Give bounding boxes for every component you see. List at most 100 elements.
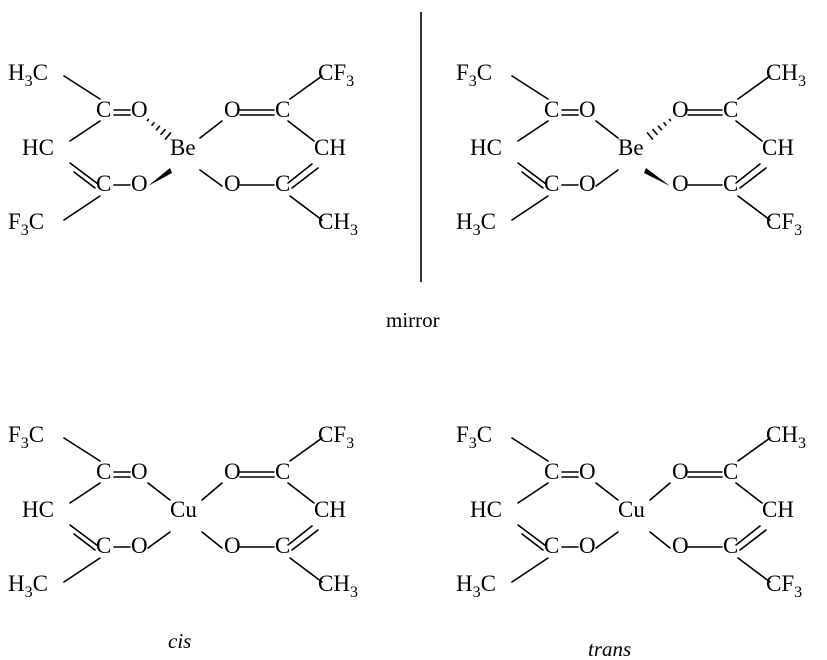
bond-single <box>595 120 619 139</box>
metal-atom: Be <box>170 135 196 160</box>
substituent-top-right: CF3 <box>318 422 354 452</box>
carbon-atom: C <box>544 533 559 558</box>
substituent-top-right: CH3 <box>766 60 806 90</box>
methine-group: CH <box>762 135 794 160</box>
bond-hash <box>646 132 654 140</box>
oxygen-atom: O <box>224 97 241 122</box>
bond-single <box>511 75 549 100</box>
bond-single <box>201 531 223 549</box>
trans-caption: trans <box>588 637 631 660</box>
carbon-atom: C <box>275 171 290 196</box>
substituent-bottom-right: CH3 <box>318 571 358 601</box>
substituent-top-left: H3C <box>8 60 48 90</box>
carbon-atom: C <box>275 97 290 122</box>
substituent-top-left: F3C <box>456 60 492 90</box>
oxygen-atom: O <box>224 459 241 484</box>
carbon-atom: C <box>275 533 290 558</box>
substituent-bottom-left: H3C <box>456 571 496 601</box>
methine-group: CH <box>314 497 346 522</box>
oxygen-atom: O <box>131 171 148 196</box>
methine-group: CH <box>314 135 346 160</box>
carbon-atom: C <box>544 459 559 484</box>
bond-single <box>63 557 101 583</box>
bond-single <box>201 482 223 501</box>
bond-double <box>69 162 99 185</box>
carbon-atom: C <box>544 171 559 196</box>
bond-single <box>289 437 323 462</box>
bond-single <box>595 169 619 187</box>
oxygen-atom: O <box>579 459 596 484</box>
bond-single <box>69 482 101 504</box>
bond-single <box>511 437 549 462</box>
bond-double <box>521 171 544 189</box>
bond-hash <box>155 125 161 131</box>
oxygen-atom: O <box>672 533 689 558</box>
carbon-atom: C <box>723 171 738 196</box>
bond-double <box>69 524 99 547</box>
bond-single <box>63 437 101 462</box>
bond-single <box>595 482 619 501</box>
carbon-atom: C <box>96 533 111 558</box>
bond-double <box>287 525 313 546</box>
bond-single <box>511 195 549 221</box>
bond-wedge <box>644 168 670 186</box>
oxygen-atom: O <box>579 533 596 558</box>
bond-single <box>517 482 549 504</box>
methine-group: HC <box>470 135 502 160</box>
oxygen-atom: O <box>224 533 241 558</box>
bond-wedge <box>148 168 172 186</box>
bond-single <box>287 120 315 142</box>
bond-hash <box>668 118 672 122</box>
carbon-atom: C <box>723 97 738 122</box>
bond-hash <box>146 118 150 122</box>
substituent-bottom-left: F3C <box>8 209 44 239</box>
bond-single <box>737 557 771 583</box>
carbon-atom: C <box>275 459 290 484</box>
metal-atom: Be <box>618 135 644 160</box>
bond-single <box>649 482 671 501</box>
bond-hash <box>663 122 667 126</box>
carbon-atom: C <box>723 533 738 558</box>
bond-single <box>63 75 101 100</box>
bond-single <box>737 437 771 462</box>
bond-double <box>73 171 96 189</box>
substituent-bottom-right: CF3 <box>766 571 802 601</box>
cis-caption: cis <box>168 629 191 653</box>
substituent-top-right: CH3 <box>766 422 806 452</box>
metal-atom: Cu <box>170 497 197 522</box>
carbon-atom: C <box>96 171 111 196</box>
oxygen-atom: O <box>579 97 596 122</box>
substituent-top-left: F3C <box>8 422 44 452</box>
bond-double <box>521 533 544 551</box>
oxygen-atom: O <box>131 97 148 122</box>
oxygen-atom: O <box>131 533 148 558</box>
bond-double <box>739 529 767 551</box>
bond-hash <box>652 128 658 136</box>
bond-single <box>649 531 671 549</box>
carbon-atom: C <box>544 97 559 122</box>
bond-single <box>199 169 223 187</box>
oxygen-atom: O <box>672 97 689 122</box>
bond-single <box>63 195 101 221</box>
substituent-bottom-right: CH3 <box>318 209 358 239</box>
methine-group: HC <box>22 135 54 160</box>
bond-hash <box>657 125 663 131</box>
bond-single <box>289 195 323 221</box>
mirror-caption: mirror <box>386 308 440 332</box>
bond-single <box>69 120 101 142</box>
bond-single <box>147 482 171 501</box>
bond-double <box>291 167 319 189</box>
oxygen-atom: O <box>224 171 241 196</box>
bond-double <box>735 163 761 184</box>
bond-single <box>737 195 771 221</box>
bond-double <box>517 524 547 547</box>
bond-single <box>511 557 549 583</box>
oxygen-atom: O <box>579 171 596 196</box>
bond-single <box>199 120 223 139</box>
bond-single <box>289 557 323 583</box>
